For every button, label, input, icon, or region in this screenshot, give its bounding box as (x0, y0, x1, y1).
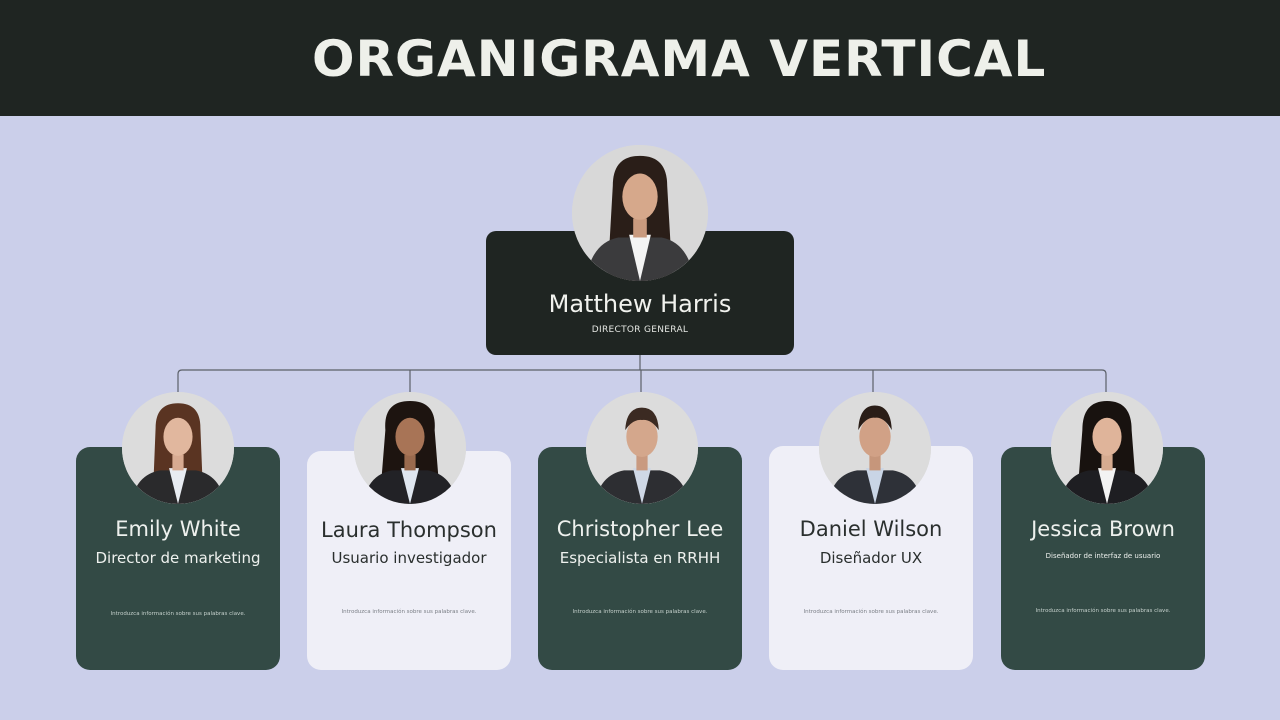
member-avatar (819, 392, 931, 504)
member-role: Usuario investigador (331, 549, 487, 567)
member-avatar (1051, 392, 1163, 504)
member-name: Jessica Brown (1031, 517, 1175, 541)
person-photo-icon (819, 392, 931, 504)
member-description: Introduzca información sobre sus palabra… (803, 609, 939, 615)
member-name: Laura Thompson (321, 518, 497, 542)
member-description: Introduzca información sobre sus palabra… (572, 609, 708, 615)
director-avatar (572, 145, 708, 281)
connector-horizontal (177, 369, 1107, 392)
member-avatar (586, 392, 698, 504)
member-description: Introduzca información sobre sus palabra… (341, 609, 477, 615)
member-role: Diseñador UX (819, 549, 923, 567)
member-name: Emily White (115, 517, 241, 541)
header-bar (0, 0, 1280, 116)
member-name: Christopher Lee (556, 517, 724, 541)
member-avatar (122, 392, 234, 504)
page-title: ORGANIGRAMA VERTICAL (312, 30, 1047, 88)
director-role: DIRECTOR GENERAL (591, 325, 689, 335)
person-photo-icon (122, 392, 234, 504)
member-description: Introduzca información sobre sus palabra… (110, 611, 246, 617)
person-photo-icon (1051, 392, 1163, 504)
member-name: Daniel Wilson (799, 517, 943, 541)
member-role: Diseñador de interfaz de usuario (1045, 552, 1161, 560)
person-photo-icon (354, 392, 466, 504)
member-avatar (354, 392, 466, 504)
director-name: Matthew Harris (548, 290, 732, 318)
member-role: Director de marketing (95, 549, 261, 567)
member-description: Introduzca información sobre sus palabra… (1035, 608, 1171, 614)
member-role: Especialista en RRHH (559, 549, 721, 567)
person-photo-icon (572, 145, 708, 281)
person-photo-icon (586, 392, 698, 504)
